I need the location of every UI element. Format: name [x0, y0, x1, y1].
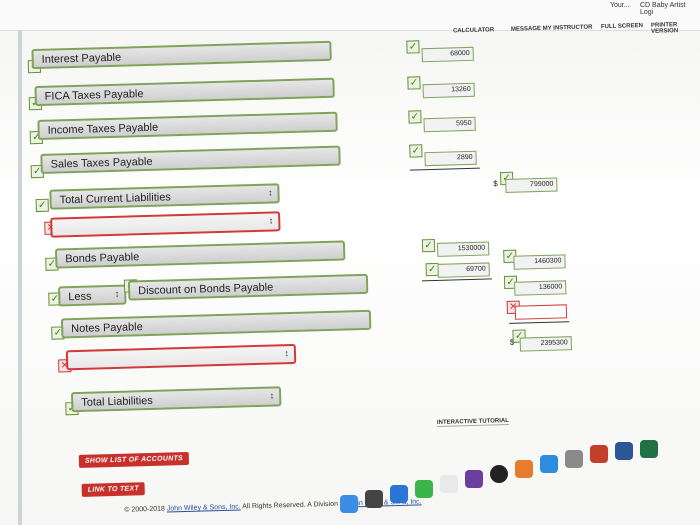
account-select[interactable]: ↕	[50, 211, 281, 238]
link-to-text-button[interactable]: LINK TO TEXT	[81, 482, 146, 497]
spotify-icon[interactable]	[490, 465, 508, 483]
amount-field[interactable]: 68000	[421, 46, 474, 63]
copyright: © 2000-2018	[124, 505, 165, 514]
message-instructor-button[interactable]: MESSAGE MY INSTRUCTOR	[510, 24, 593, 33]
account-select[interactable]: Total Liabilities ↕	[70, 386, 282, 413]
word-icon[interactable]	[615, 442, 633, 460]
bookmark-1[interactable]: Your...	[610, 2, 630, 9]
pane-border	[18, 30, 22, 525]
account-select[interactable]: ↕	[65, 343, 297, 371]
photos-icon[interactable]	[440, 475, 458, 493]
account-field[interactable]: Bonds Payable	[54, 240, 346, 269]
subtotal-line	[409, 167, 480, 171]
dropdown-arrow-icon: ↕	[269, 390, 275, 401]
amount-field[interactable]: 1460300	[513, 254, 566, 270]
amount-field[interactable]: 2890	[424, 150, 477, 167]
amount-field[interactable]: 1530000	[436, 241, 490, 257]
excel-icon[interactable]	[640, 440, 658, 458]
account-field[interactable]: FICA Taxes Payable	[34, 77, 335, 107]
dropdown-arrow-icon: ↕	[268, 215, 274, 226]
amount-field[interactable]	[514, 304, 568, 320]
show-list-accounts-button[interactable]: SHOW LIST OF ACCOUNTS	[78, 451, 190, 468]
account-field[interactable]: Notes Payable	[60, 309, 372, 339]
launchpad-icon[interactable]	[365, 490, 383, 508]
check-icon: ✓	[409, 144, 423, 158]
dropdown-arrow-icon: ↕	[267, 187, 273, 198]
amount-field[interactable]: 799000	[505, 177, 558, 193]
printer-version-button[interactable]: PRINTER VERSION	[650, 22, 679, 35]
itunes-icon[interactable]	[465, 470, 483, 488]
amount-field[interactable]: 13260	[422, 82, 475, 99]
check-icon: ✓	[421, 238, 436, 253]
amount-field[interactable]: 2395300	[519, 336, 573, 352]
dropdown-arrow-icon: ↕	[284, 348, 290, 359]
dock	[230, 440, 700, 525]
less-select[interactable]: Less ↕	[58, 284, 127, 307]
amount-field[interactable]: 5950	[423, 116, 476, 133]
less-select-value: Less	[68, 290, 92, 304]
app-store-icon[interactable]	[540, 455, 558, 473]
amount-field[interactable]: 69700	[437, 262, 490, 278]
account-field[interactable]: Interest Payable	[31, 40, 332, 70]
calculator-button[interactable]: CALCULATOR	[452, 27, 495, 35]
dropdown-arrow-icon: ↕	[114, 288, 120, 299]
bookmark-cd-baby[interactable]: CD Baby Artist Logi	[640, 2, 686, 16]
check-icon: ✓	[407, 76, 421, 90]
account-field[interactable]: Income Taxes Payable	[37, 111, 338, 140]
account-select-value: Total Current Liabilities	[59, 191, 172, 207]
account-field[interactable]: Sales Taxes Payable	[40, 145, 341, 174]
amount-field[interactable]: 136000	[514, 280, 567, 296]
powerpoint-icon[interactable]	[590, 445, 608, 463]
messages-icon[interactable]	[415, 480, 433, 498]
browser-bookmarks-bar: Your... CD Baby Artist Logi	[0, 0, 700, 31]
finder-icon[interactable]	[340, 495, 358, 513]
check-icon: ✓	[406, 40, 420, 54]
subtotal-line	[509, 321, 570, 324]
subtotal-line	[421, 278, 492, 282]
settings-icon[interactable]	[565, 450, 583, 468]
account-select[interactable]: Total Current Liabilities ↕	[49, 183, 280, 210]
account-select-value: Total Liabilities	[81, 394, 153, 409]
books-icon[interactable]	[515, 460, 533, 478]
dollar-sign: $	[493, 179, 498, 189]
check-icon: ✓	[35, 198, 49, 213]
full-screen-button[interactable]: FULL SCREEN	[600, 23, 643, 31]
check-icon: ✓	[408, 110, 422, 124]
safari-icon[interactable]	[390, 485, 408, 503]
interactive-tutorial-link[interactable]: INTERACTIVE TUTORIAL	[436, 417, 509, 427]
account-field[interactable]: Discount on Bonds Payable	[127, 273, 369, 301]
